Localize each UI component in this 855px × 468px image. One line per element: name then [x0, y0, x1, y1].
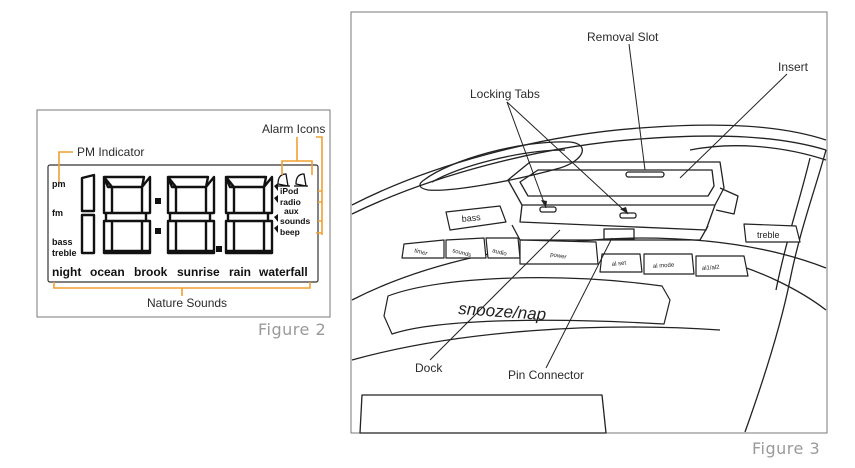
figure-3-callout-lines: [429, 43, 788, 369]
device-right-edge-inner: [775, 157, 811, 291]
figure-3: bass treble timer sounds audio power al …: [350, 11, 828, 458]
audio-button-label: audio: [491, 248, 507, 258]
figure-2-callout-lines: [53, 136, 323, 296]
bell-icon: [274, 214, 278, 222]
bell-icon: [274, 183, 278, 191]
bass-button-label: bass: [461, 212, 481, 224]
time-digits: [80, 173, 274, 255]
bell-icon: [274, 225, 278, 233]
lower-window: [359, 394, 607, 434]
colon-top: [155, 198, 161, 204]
locking-tabs-leader-left: [506, 101, 547, 209]
figure-3-caption: Figure 3: [752, 439, 820, 458]
sound-waterfall: waterfall: [258, 265, 308, 279]
source-aux: aux: [284, 206, 299, 216]
device-top-outline-inner: [351, 135, 827, 215]
figure-2: pm fm bass treble iPod: [36, 109, 331, 339]
source-beep: beep: [280, 227, 300, 237]
treble-button-label: treble: [757, 230, 780, 240]
arrowhead: [620, 207, 628, 214]
dock-well: [511, 224, 709, 241]
sound-brook: brook: [134, 265, 168, 279]
al-set-button[interactable]: [599, 253, 643, 273]
removal-slot-callout: Removal Slot: [587, 30, 659, 44]
colon-bottom: [155, 228, 161, 234]
nature-sounds-bracket: [53, 282, 311, 296]
nature-sounds-row: night ocean brook sunrise rain waterfall: [52, 265, 308, 279]
insert-tray-inner: [519, 169, 715, 197]
device-right-edge: [744, 149, 827, 433]
bass-label: bass: [52, 237, 73, 247]
bass-button[interactable]: [445, 205, 507, 231]
removal-slot-leader: [628, 43, 646, 171]
decimal-dot: [216, 246, 222, 252]
figure-3-frame: [350, 11, 828, 434]
al-mode-button-label: al mode: [653, 262, 675, 270]
bell-icon: [294, 173, 308, 187]
source-sounds: sounds: [280, 216, 310, 226]
speaker-dome: [689, 145, 827, 161]
callout-arrowheads: [541, 200, 628, 214]
dock-insert: [507, 161, 739, 241]
al-set-button-label: al set: [612, 260, 627, 268]
alarm-icons-callout: Alarm Icons: [262, 122, 325, 136]
top-oval-button-inner: [431, 149, 566, 183]
pm-label: pm: [52, 179, 66, 189]
source-radio: radio: [280, 197, 301, 207]
pm-indicator-leader: [58, 151, 73, 182]
al-mode-button[interactable]: [643, 253, 695, 275]
pin-connector-callout: Pin Connector: [508, 368, 584, 382]
bell-icon: [276, 173, 290, 187]
insert-callout: Insert: [778, 60, 809, 74]
locking-tabs-callout: Locking Tabs: [470, 87, 540, 101]
nature-sounds-callout: Nature Sounds: [147, 296, 227, 310]
timer-button[interactable]: [401, 239, 445, 259]
top-oval-button: [419, 141, 583, 191]
sound-sunrise: sunrise: [177, 265, 220, 279]
digit-8-a: [102, 175, 152, 255]
sound-night: night: [52, 265, 81, 279]
removal-slot: [625, 171, 665, 178]
al1-al2-button[interactable]: [695, 255, 749, 277]
fm-label: fm: [52, 208, 63, 218]
sounds-button-label: sounds: [451, 248, 471, 259]
figure-2-caption: Figure 2: [258, 320, 326, 339]
insert-front-wall: [519, 204, 716, 231]
sound-rain: rain: [229, 265, 251, 279]
locking-tab-right: [619, 212, 637, 219]
snooze-nap-button[interactable]: [383, 277, 671, 335]
dock-callout: Dock: [415, 361, 443, 375]
digit-1: [80, 173, 96, 255]
treble-label: treble: [52, 248, 77, 258]
power-button[interactable]: [519, 239, 599, 265]
digit-8-b: [166, 175, 216, 255]
arrowhead: [541, 200, 547, 208]
dock-side-flap: [715, 187, 739, 215]
alarm-bell-icons: [276, 173, 308, 187]
timer-button-label: timer: [413, 248, 427, 257]
pin-connector-leader: [545, 237, 613, 369]
device-buttons: [383, 205, 801, 335]
power-button-label: power: [550, 252, 567, 261]
insert-leader: [679, 73, 788, 179]
al1-al2-button-label: al1/al2: [702, 265, 721, 272]
digit-8-c: [224, 175, 274, 255]
sound-ocean: ocean: [90, 265, 125, 279]
alarm-icons-leader: [281, 137, 313, 175]
alarm-sources-bracket: [316, 136, 323, 235]
dock-leader: [429, 229, 561, 361]
sounds-button[interactable]: [445, 237, 487, 259]
treble-button[interactable]: [743, 223, 801, 243]
front-lower-band: [351, 326, 721, 361]
source-list: iPod radio aux sounds beep: [274, 183, 310, 237]
device-top-outline: [351, 124, 827, 206]
locking-tab-left: [539, 206, 557, 213]
locking-tabs-leader-right: [506, 101, 629, 215]
source-ipod: iPod: [280, 186, 298, 196]
pm-indicator-callout: PM Indicator: [77, 145, 144, 159]
pin-connector-block: [603, 228, 635, 240]
bell-icon: [274, 195, 278, 203]
